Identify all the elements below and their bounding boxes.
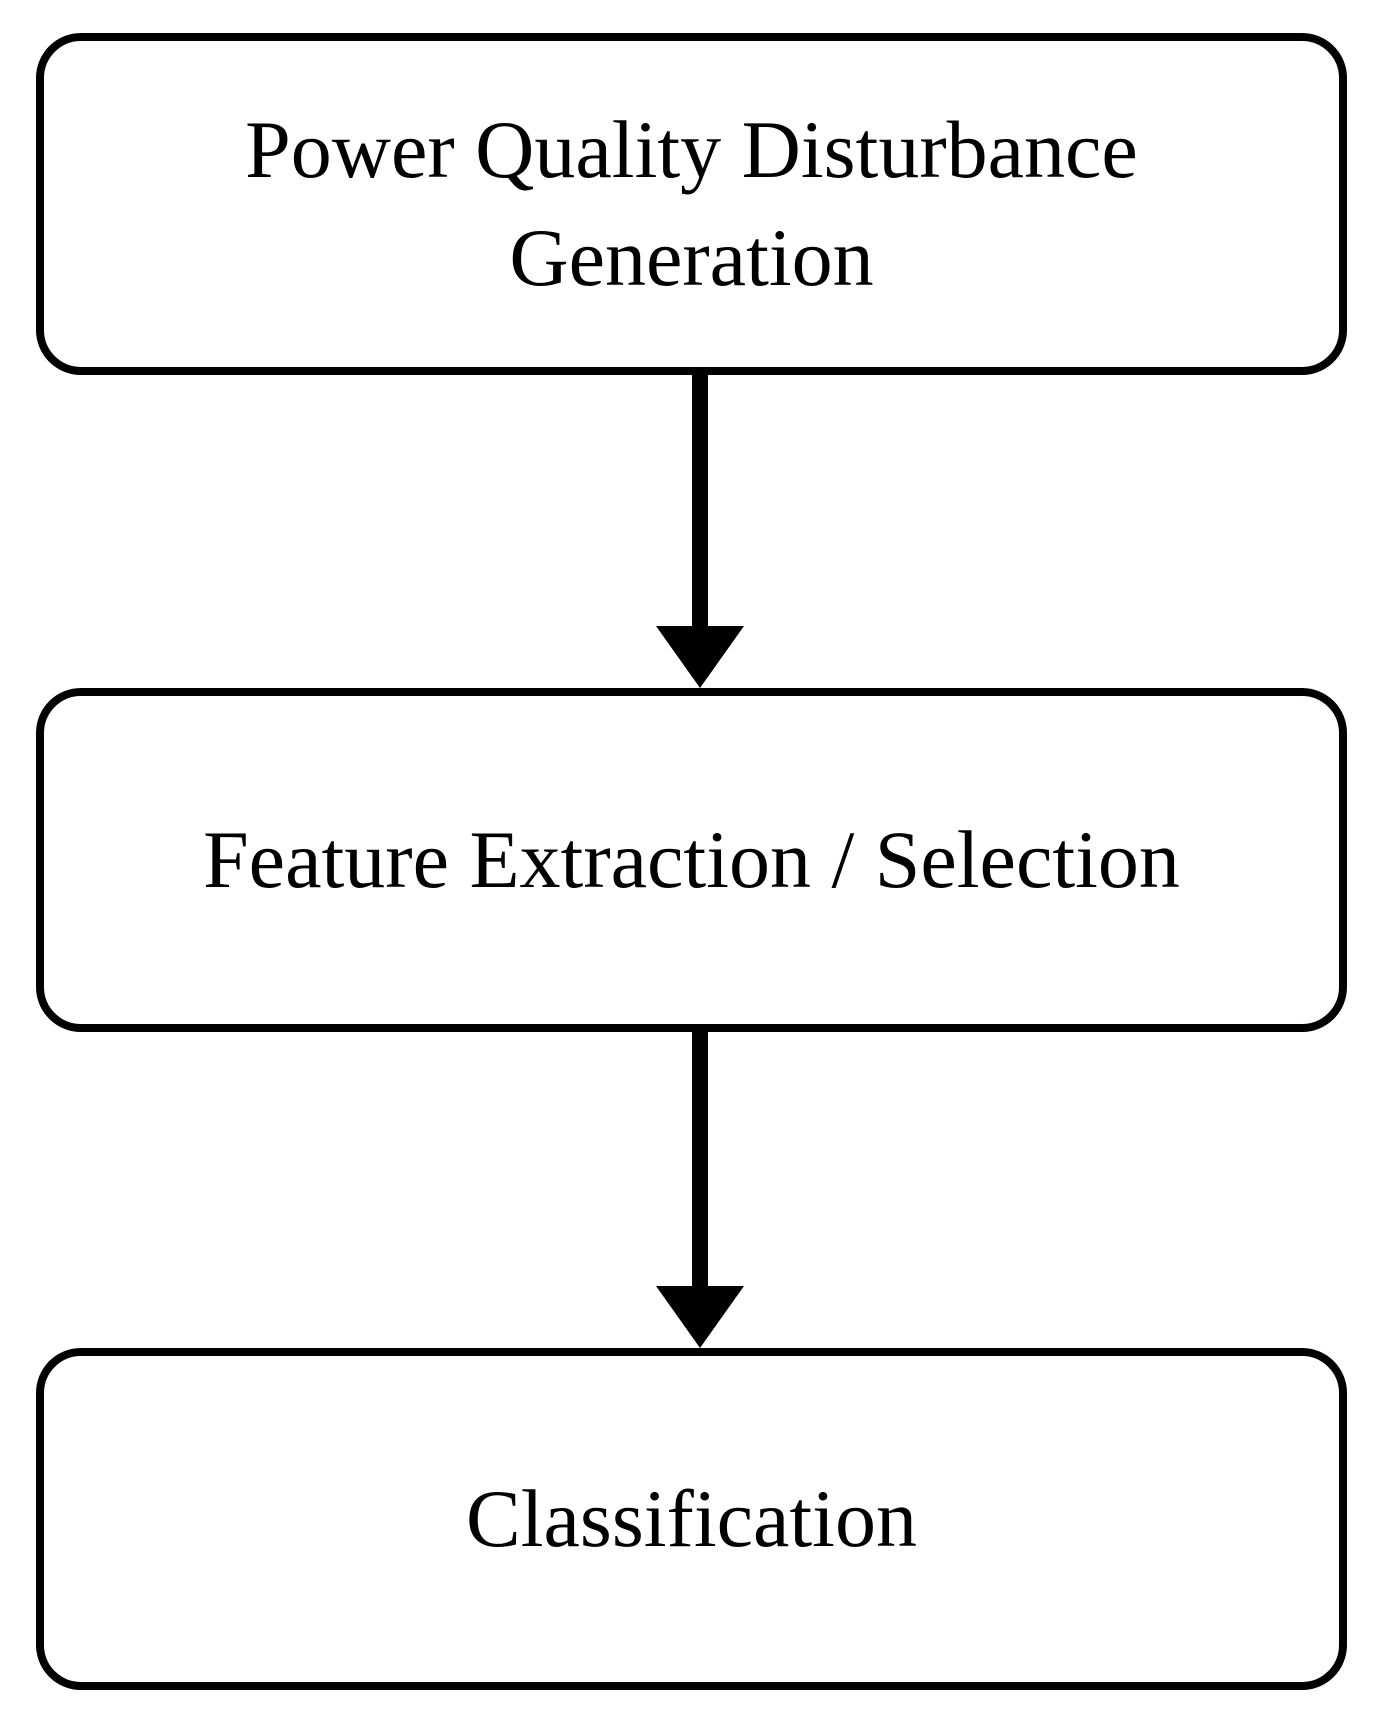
node-feature-extraction-selection-label: Feature Extraction / Selection bbox=[203, 813, 1180, 905]
node-feature-extraction-selection: Feature Extraction / Selection bbox=[36, 688, 1347, 1032]
arrow-shaft bbox=[692, 371, 708, 628]
arrow-head bbox=[656, 1286, 744, 1348]
node-power-quality-disturbance-generation: Power Quality Disturbance Generation bbox=[36, 33, 1347, 375]
arrow-shaft bbox=[692, 1028, 708, 1288]
node-power-quality-disturbance-generation-label: Power Quality Disturbance Generation bbox=[245, 103, 1138, 303]
arrow-head bbox=[656, 626, 744, 688]
node-classification: Classification bbox=[36, 1348, 1347, 1690]
node-classification-label: Classification bbox=[466, 1472, 917, 1564]
